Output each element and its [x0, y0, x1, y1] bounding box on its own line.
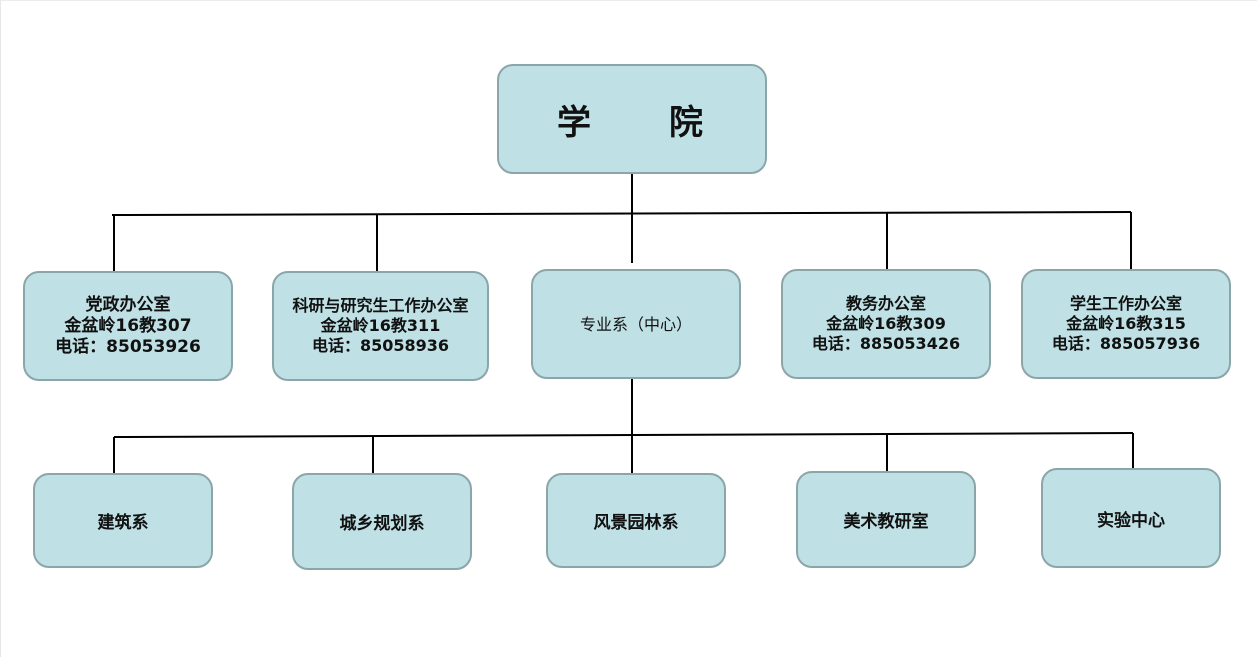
office-location: 金盆岭16教311: [320, 316, 441, 335]
office-node-party-admin: 党政办公室 金盆岭16教307 电话：85053926: [23, 271, 233, 381]
office-phone: 电话：885053426: [811, 334, 961, 353]
office-name: 专业系（中心）: [579, 314, 692, 334]
dept-name: 建筑系: [97, 513, 149, 533]
office-location: 金盆岭16教309: [826, 314, 946, 333]
dept-name: 风景园林系: [593, 513, 679, 533]
dept-node-lab-center: 实验中心: [1041, 468, 1221, 568]
office-name: 党政办公室: [85, 294, 171, 315]
root-name: 学: [557, 102, 595, 143]
office-name: 教务办公室: [845, 294, 926, 313]
office-name: 科研与研究生工作办公室: [292, 296, 469, 315]
office-node-research: 科研与研究生工作办公室 金盆岭16教311 电话：85058936: [272, 271, 489, 381]
office-phone: 电话：885057936: [1051, 334, 1201, 353]
office-phone: 电话：85053926: [55, 336, 201, 357]
dept-name: 美术教研室: [843, 512, 929, 532]
dept-bus-line: [113, 432, 1134, 438]
dept-node-landscape: 风景园林系: [546, 473, 726, 568]
root-name-row: 学院: [557, 95, 707, 144]
dept-name: 城乡规划系: [339, 514, 425, 534]
office-name: 学生工作办公室: [1069, 294, 1182, 313]
office-node-student-affairs: 学生工作办公室 金盆岭16教315 电话：885057936: [1021, 269, 1231, 379]
office-node-academic-affairs: 教务办公室 金盆岭16教309 电话：885053426: [781, 269, 991, 379]
dept-node-fine-arts: 美术教研室: [796, 471, 976, 568]
office-phone: 电话：85058936: [311, 336, 450, 355]
office-bus-line: [111, 211, 1132, 216]
dept-name: 实验中心: [1097, 510, 1165, 531]
office-location: 金盆岭16教307: [64, 315, 192, 336]
office-location: 金盆岭16教315: [1066, 314, 1186, 333]
office-node-departments: 专业系（中心）: [531, 269, 741, 379]
root-node: 学院: [497, 64, 767, 174]
dept-node-architecture: 建筑系: [33, 473, 213, 568]
root-name-2: 院: [669, 102, 707, 143]
dept-node-urban-planning: 城乡规划系: [292, 473, 472, 570]
